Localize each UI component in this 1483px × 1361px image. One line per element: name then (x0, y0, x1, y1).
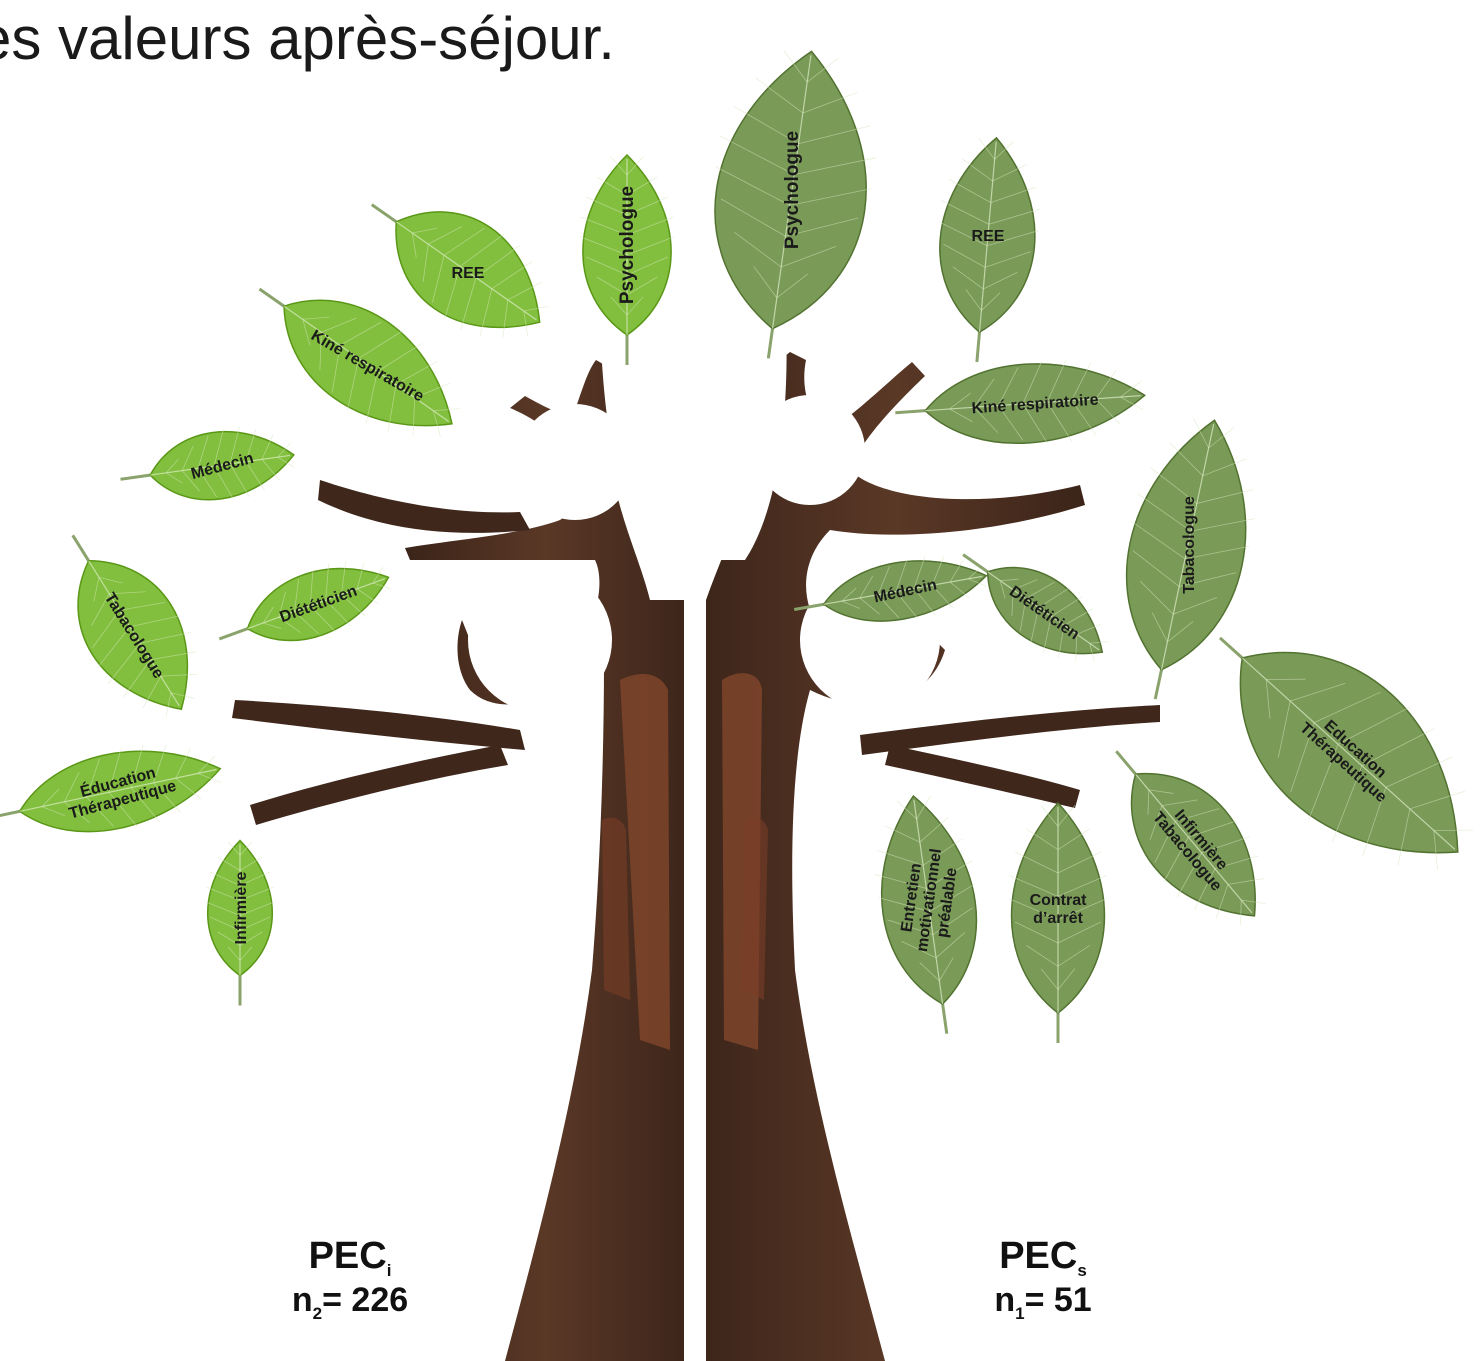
left-label-main: PEC (309, 1235, 387, 1277)
right-n-value: = 51 (1025, 1281, 1092, 1319)
right-label-main: PEC (999, 1235, 1077, 1277)
leaf-label-line: REE (972, 228, 1005, 245)
leaf-label-psychologue: Psychologue (617, 186, 638, 304)
leaf-label-ree: REE (452, 265, 485, 282)
right-label-sub: s (1077, 1261, 1086, 1280)
leaf-label-psychologue: Psychologue (782, 131, 803, 249)
leaf-stem (219, 627, 251, 639)
leaf-label-ree: REE (972, 228, 1005, 245)
leaf-dieteticien: Diététicien (944, 527, 1122, 680)
leaf-stem (73, 535, 91, 564)
leaf-medecin: Médecin (116, 420, 299, 514)
leaf-label-line: REE (452, 265, 485, 282)
left-tree-label: PECi n2= 226 (265, 1235, 435, 1323)
leaf-label-line: Tabacologue (1181, 496, 1198, 594)
left-n-value: = 226 (322, 1281, 408, 1319)
leaf-label-line: Contrat (1030, 892, 1088, 909)
leaf-label-line: Psychologue (782, 131, 803, 249)
leaf-kine: Kiné respiratoire (892, 354, 1147, 454)
leaf-education: ÉducationThérapeutique (0, 730, 228, 856)
leaf-stem (942, 1000, 947, 1034)
leaf-label-infirmiere: Infirmière (233, 871, 250, 944)
leaf-stem (259, 289, 287, 309)
leaf-infirmiere: Infirmière (206, 841, 274, 1006)
leaf-stem (1116, 751, 1138, 777)
leaf-stem (372, 205, 400, 225)
leaf-label-contrat: Contratd’arrêt (1030, 892, 1088, 927)
leaf-stem (1220, 638, 1245, 661)
leaf-label-tabacologue: Tabacologue (1181, 496, 1198, 594)
leaf-entretien: Entretienmotivationnelpréalable (865, 789, 995, 1040)
left-branch-lower-1 (232, 700, 525, 750)
leaf-stem (977, 328, 980, 362)
right-branch-lower-1 (860, 705, 1160, 755)
leaf-stem (120, 475, 154, 480)
leaf-stem (1155, 666, 1162, 699)
right-n-sub: 1 (1015, 1304, 1024, 1323)
leaf-stem (895, 410, 929, 412)
left-n-sub: 2 (313, 1304, 322, 1323)
leaf-label-line: Infirmière (233, 871, 250, 944)
left-branch-upper (318, 480, 530, 533)
leaf-label-line: Psychologue (617, 186, 638, 304)
right-tree-label: PECs n1= 51 (958, 1235, 1128, 1323)
left-branch-lower-2 (250, 745, 508, 825)
right-n-prefix: n (994, 1281, 1015, 1319)
leaf-tabacologue: Tabacologue (31, 509, 222, 735)
left-n-prefix: n (292, 1281, 313, 1319)
left-tree (232, 360, 684, 1361)
leaf-ree: REE (927, 134, 1046, 367)
leaf-dieteticien: Diététicien (208, 546, 400, 670)
leaf-label-line: d’arrêt (1033, 910, 1083, 927)
left-label-sub: i (387, 1261, 392, 1280)
leaf-contrat: Contratd’arrêt (1009, 803, 1107, 1043)
